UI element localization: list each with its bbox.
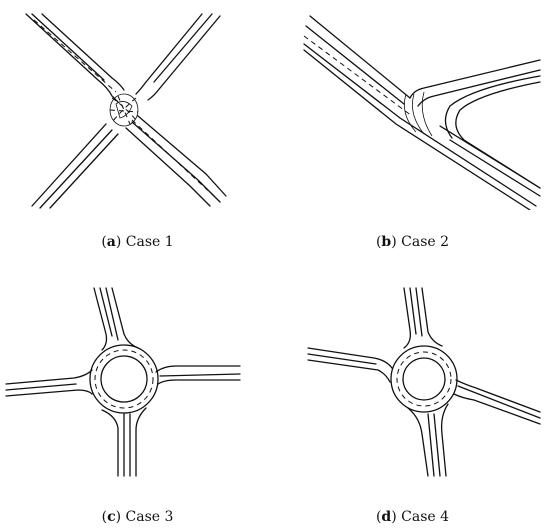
- panel-d-diagram: [304, 284, 544, 479]
- panel-a-diagram: [20, 10, 240, 210]
- caption-b: (b) Case 2: [375, 234, 450, 250]
- caption-a: (a) Case 1: [101, 234, 174, 250]
- panel-b-diagram: [300, 10, 545, 210]
- caption-d: (d) Case 4: [375, 509, 450, 525]
- caption-c: (c) Case 3: [101, 509, 174, 525]
- panel-c-diagram: [4, 284, 244, 479]
